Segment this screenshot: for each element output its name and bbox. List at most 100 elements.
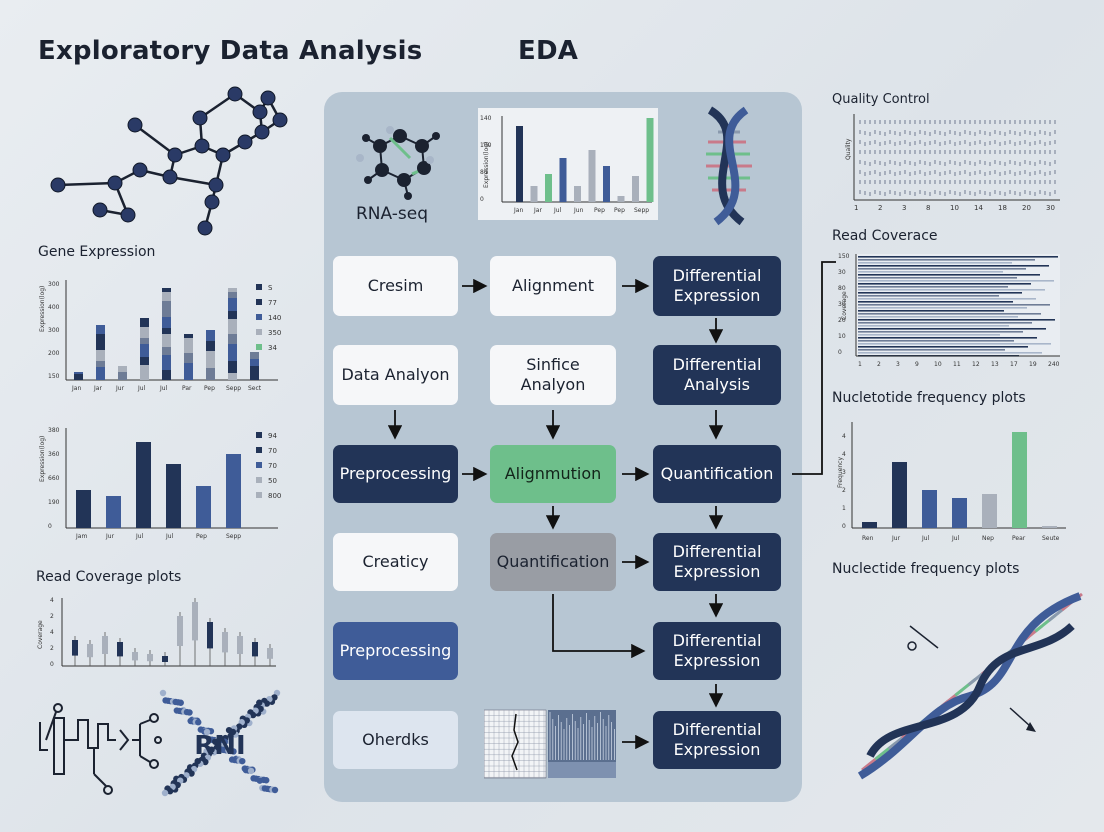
step-quantification-2[interactable]: Quantification: [490, 533, 616, 591]
legend-label: S: [268, 284, 273, 292]
y-tick-label: 4: [842, 433, 846, 440]
x-tick-label: Jar: [93, 385, 102, 392]
step-differential-analysis[interactable]: Differential Analysis: [653, 345, 781, 405]
y-tick-label: 1: [842, 505, 846, 512]
bar-segment: [206, 330, 215, 341]
coverage-stripe: [858, 349, 1005, 351]
step-oherdks[interactable]: Oherdks: [333, 711, 458, 769]
bar: [76, 490, 91, 528]
y-tick-label: 190: [48, 499, 60, 506]
bar-segment: [140, 327, 149, 338]
bar-segment: [162, 301, 171, 317]
bar: [1012, 432, 1027, 528]
molecule-dot: [271, 786, 279, 794]
bar-segment: [118, 372, 127, 380]
bar: [862, 522, 877, 528]
bar-segment: [228, 334, 237, 344]
bar: [530, 186, 538, 202]
step-creaticy[interactable]: Creaticy: [333, 533, 458, 591]
legend-swatch: [256, 492, 262, 498]
step-alignmution[interactable]: Alignmution: [490, 445, 616, 503]
box: [252, 642, 258, 657]
coverage-stripe: [858, 256, 1058, 258]
x-tick-label: 8: [926, 204, 930, 212]
y-tick-label: 3: [842, 469, 846, 476]
coverage-stripe: [858, 346, 1028, 348]
box: [177, 616, 183, 646]
bar: [559, 158, 567, 202]
nucleotide-frequency-label: Nucletotide frequency plots: [832, 390, 1026, 406]
read-coverage-plots-label: Read Coverage plots: [36, 569, 182, 585]
step-differential-expression-3[interactable]: Differential Expression: [653, 622, 781, 680]
y-tick-label: 20: [838, 317, 846, 324]
rni-molecule-graphic: RNI: [159, 689, 281, 797]
y-tick-label: 660: [48, 475, 60, 482]
y-tick-label: 2: [50, 645, 54, 652]
y-tick-label: 300: [48, 327, 60, 334]
box: [267, 648, 273, 659]
legend-swatch: [256, 462, 262, 468]
x-tick-label: Jar: [533, 207, 542, 214]
rna-seq-label: RNA-seq: [356, 204, 429, 224]
molecule-dot: [159, 689, 167, 697]
bar-segment: [96, 350, 105, 361]
bar-segment: [228, 361, 237, 373]
bar-segment: [162, 347, 171, 355]
x-tick-label: 12: [972, 361, 980, 368]
bar-segment: [140, 344, 149, 357]
step-differential-expression-2[interactable]: Differential Expression: [653, 533, 781, 591]
x-tick-label: Seute: [1042, 535, 1060, 542]
x-tick-label: 18: [998, 204, 1007, 212]
y-tick-label: 300: [48, 281, 60, 288]
step-alignment[interactable]: Alignment: [490, 256, 616, 316]
bar-segment: [206, 351, 215, 368]
x-tick-label: 2: [877, 361, 881, 368]
bar: [166, 464, 181, 528]
step-preprocessing-2[interactable]: Preprocessing: [333, 622, 458, 680]
step-sinfice-analyon[interactable]: Sinfice Analyon: [490, 345, 616, 405]
coverage-stripe: [858, 283, 1031, 285]
molecule-graphic: [50, 86, 288, 236]
bar: [646, 118, 654, 202]
page-acronym: EDA: [518, 36, 579, 66]
legend-swatch: [256, 447, 262, 453]
y-tick-label: 150: [838, 253, 850, 260]
legend-swatch: [256, 314, 262, 320]
bar-segment: [162, 334, 171, 347]
svg-text:Expression(log): Expression(log): [39, 286, 46, 332]
x-tick-label: Sect: [248, 385, 262, 392]
bar-segment: [184, 363, 193, 380]
y-tick-label: 0: [50, 661, 54, 668]
bar-segment: [228, 373, 237, 380]
step-preprocessing-1[interactable]: Preprocessing: [333, 445, 458, 503]
x-tick-label: 20: [1022, 204, 1031, 212]
legend-swatch: [256, 432, 262, 438]
molecule-dot: [177, 699, 184, 706]
x-tick-label: Pear: [1012, 535, 1026, 542]
step-cresim[interactable]: Cresim: [333, 256, 458, 316]
bar: [136, 442, 151, 528]
step-data-analyon[interactable]: Data Analyon: [333, 345, 458, 405]
legend-label: 94: [268, 432, 277, 440]
x-tick-label: Jan: [71, 385, 81, 392]
legend-label: 34: [268, 344, 277, 352]
box: [192, 602, 198, 641]
y-tick-label: 80: [838, 285, 846, 292]
coverage-stripe: [858, 298, 1036, 300]
x-tick-label: Jul: [159, 385, 168, 392]
step-quantification-1[interactable]: Quantification: [653, 445, 781, 503]
bar-segment: [140, 338, 149, 344]
box: [207, 622, 213, 649]
legend-swatch: [256, 299, 262, 305]
legend-swatch: [256, 329, 262, 335]
coverage-stripe: [858, 310, 1004, 312]
molecule-dot: [186, 709, 193, 716]
coverage-stripe: [858, 262, 1012, 264]
x-tick-label: 11: [953, 361, 961, 368]
step-differential-expression-1[interactable]: Differential Expression: [653, 256, 781, 316]
step-differential-expression-4[interactable]: Differential Expression: [653, 711, 781, 769]
box: [117, 642, 123, 657]
